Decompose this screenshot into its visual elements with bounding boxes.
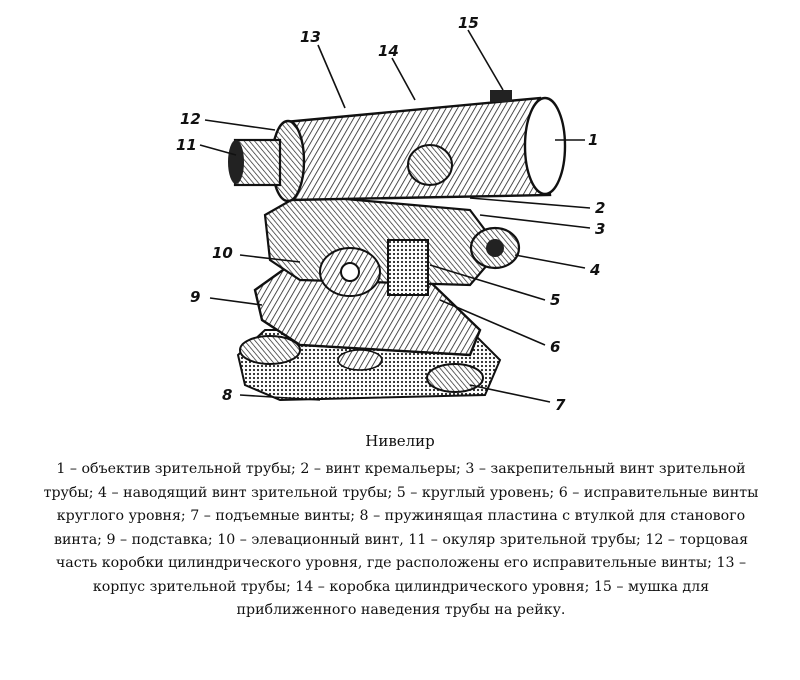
label-6: 6	[550, 338, 560, 356]
label-8: 8	[222, 386, 232, 404]
label-12: 12	[180, 110, 201, 128]
label-1: 1	[588, 131, 598, 149]
label-10: 10	[212, 244, 233, 262]
label-13: 13	[300, 28, 321, 46]
label-3: 3	[595, 220, 605, 238]
number-labels: 1 2 3 4 5 6 7 8 9 10 11 12 13 14 15	[176, 14, 605, 414]
label-5: 5	[550, 291, 560, 309]
telescope-body	[228, 90, 567, 203]
label-9: 9	[190, 288, 200, 306]
leader-lines	[199, 29, 591, 403]
label-14: 14	[378, 42, 399, 60]
label-15: 15	[458, 14, 479, 32]
label-7: 7	[555, 396, 566, 414]
center-assembly	[263, 193, 521, 297]
level-instrument-diagram: 1 2 3 4 5 6 7 8 9 10 11 12 13 14 15	[176, 14, 605, 414]
caption-title: Нивелир	[365, 432, 435, 450]
label-4: 4	[589, 261, 600, 279]
label-11: 11	[176, 136, 197, 154]
caption-text: 1 – объектив зрительной трубы; 2 – винт …	[43, 461, 759, 618]
label-2: 2	[595, 199, 605, 217]
